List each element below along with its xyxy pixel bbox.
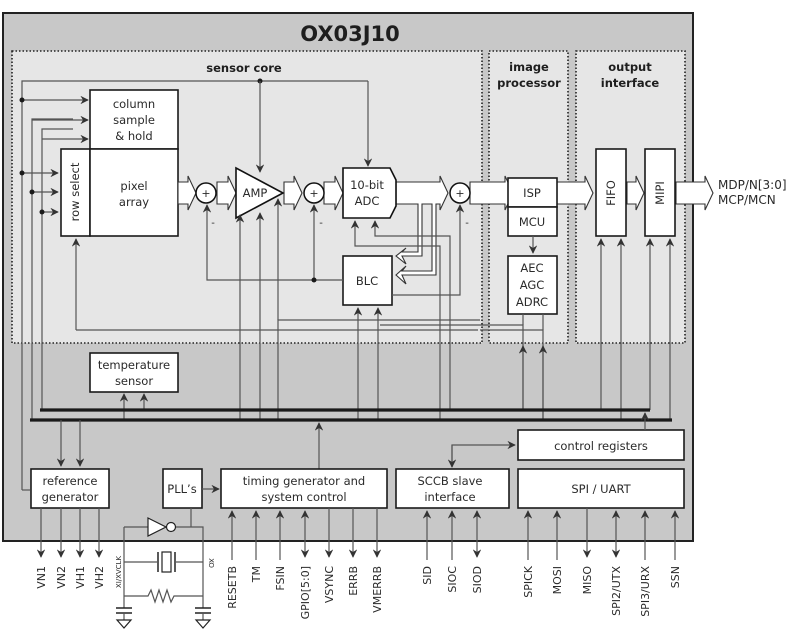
pin-label: SIOC <box>446 566 459 593</box>
plls-block <box>162 468 203 509</box>
pin-label: SPICK <box>522 565 535 598</box>
pin-label: SID <box>421 566 434 585</box>
pin-label: VN2 <box>55 566 68 589</box>
svg-text:-: - <box>211 218 215 229</box>
pin-label: MISO <box>581 566 594 595</box>
sccb-label-1: SCCB slave <box>417 474 482 488</box>
svg-text:-: - <box>319 218 323 229</box>
row-select-block <box>60 148 91 237</box>
control-registers-label: control registers <box>554 439 648 453</box>
blc-label: BLC <box>356 274 378 288</box>
svg-text:+: + <box>201 187 210 200</box>
pin-label: SPI2/UTX <box>610 566 623 616</box>
data-path-arrows <box>177 175 714 285</box>
inverter-icon <box>147 517 168 537</box>
pins: VN1 VN2 VH1 VH2 RESETB TM FSIN GPIO[5:0] VSYNC ER… <box>35 508 682 619</box>
output-interface-lines <box>596 238 675 420</box>
reference-generator-label-2: generator <box>42 490 99 504</box>
crystal-oscillator-circuit <box>115 508 212 629</box>
pin-label: SPI3/URX <box>639 566 652 617</box>
mcu-block <box>507 206 558 237</box>
reference-generator-block <box>30 468 110 509</box>
pin-label: VH2 <box>93 566 106 589</box>
timing-generator-label-1: timing generator and <box>243 474 365 488</box>
aec-agc-adrc-block <box>507 255 558 315</box>
adrc-label: ADRC <box>516 295 548 309</box>
output-signal-mcp: MCP/MCN <box>718 193 776 207</box>
xo-label: XO <box>207 558 215 568</box>
sccb-slave-interface-block <box>395 468 510 509</box>
ground-icon <box>194 619 212 629</box>
isp-block <box>507 177 558 208</box>
svg-text:+: + <box>309 187 318 200</box>
adc-label-2: ADC <box>355 194 380 208</box>
image-processor-label-2: processor <box>497 76 561 90</box>
pin-label: SSN <box>669 566 682 588</box>
left-control-lines <box>19 78 373 491</box>
agc-label: AGC <box>520 278 545 292</box>
crystal-icon <box>161 551 172 573</box>
plls-label: PLL’s <box>167 482 196 496</box>
pin-label: MOSI <box>551 566 564 594</box>
pixel-array-label-1: pixel <box>120 179 147 193</box>
pixel-array-label-2: array <box>119 195 149 209</box>
pin-label: GPIO[5:0] <box>299 566 312 619</box>
control-registers-block <box>517 429 685 461</box>
temperature-sensor-label-1: temperature <box>98 358 170 372</box>
pin-label: TM <box>250 566 263 583</box>
temperature-sensor-block <box>89 352 179 393</box>
summing-junction-1: + - <box>195 182 217 229</box>
pin-label: FSIN <box>274 566 287 591</box>
output-signal-mdp: MDP/N[3:0] <box>718 178 787 192</box>
amp-block <box>235 166 285 220</box>
sensor-core-label: sensor core <box>206 61 282 75</box>
adc-label-1: 10-bit <box>350 178 384 192</box>
sccb-label-2: interface <box>424 490 475 504</box>
pin-label: VH1 <box>74 566 87 589</box>
mipi-block <box>644 148 676 237</box>
pin-label: VN1 <box>35 566 48 589</box>
ground-icon <box>115 619 133 629</box>
mcu-label: MCU <box>519 215 545 229</box>
pin-label: VMERRB <box>371 566 384 613</box>
amp-label: AMP <box>243 186 268 200</box>
timing-generator-block <box>220 468 388 509</box>
pin-label: ERRB <box>347 566 360 596</box>
column-sample-label-1: column <box>113 97 155 111</box>
output-interface-label-2: interface <box>601 76 660 90</box>
pin-label: RESETB <box>226 566 239 609</box>
resistor-icon <box>124 588 203 604</box>
aec-label: AEC <box>520 261 543 275</box>
fifo-block <box>595 148 627 237</box>
column-sample-label-3: & hold <box>115 129 152 143</box>
image-processor-label-1: image <box>509 60 549 74</box>
mipi-label: MIPI <box>653 181 667 205</box>
xi-label: XI/XVCLK <box>115 556 123 589</box>
pin-label: SIOD <box>471 566 484 593</box>
reference-generator-label-1: reference <box>43 474 98 488</box>
fifo-label: FIFO <box>604 180 618 206</box>
column-sample-hold-block <box>89 89 179 150</box>
pin-label: VSYNC <box>323 566 336 603</box>
summing-junction-2: + - <box>303 182 325 229</box>
spi-uart-label: SPI / UART <box>571 482 631 496</box>
output-interface-label-1: output <box>608 60 652 74</box>
adc-block <box>342 167 397 219</box>
column-sample-label-2: sample <box>113 113 155 127</box>
summing-junction-3: + - <box>449 182 471 229</box>
timing-generator-label-2: system control <box>261 490 346 504</box>
isp-label: ISP <box>523 186 541 200</box>
svg-text:+: + <box>455 187 464 200</box>
blc-block <box>342 255 393 306</box>
spi-uart-block <box>517 468 685 509</box>
temperature-sensor-label-2: sensor <box>115 374 153 388</box>
row-select-label: row select <box>68 162 82 221</box>
chip-title: OX03J10 <box>300 22 400 46</box>
svg-text:-: - <box>465 218 469 229</box>
